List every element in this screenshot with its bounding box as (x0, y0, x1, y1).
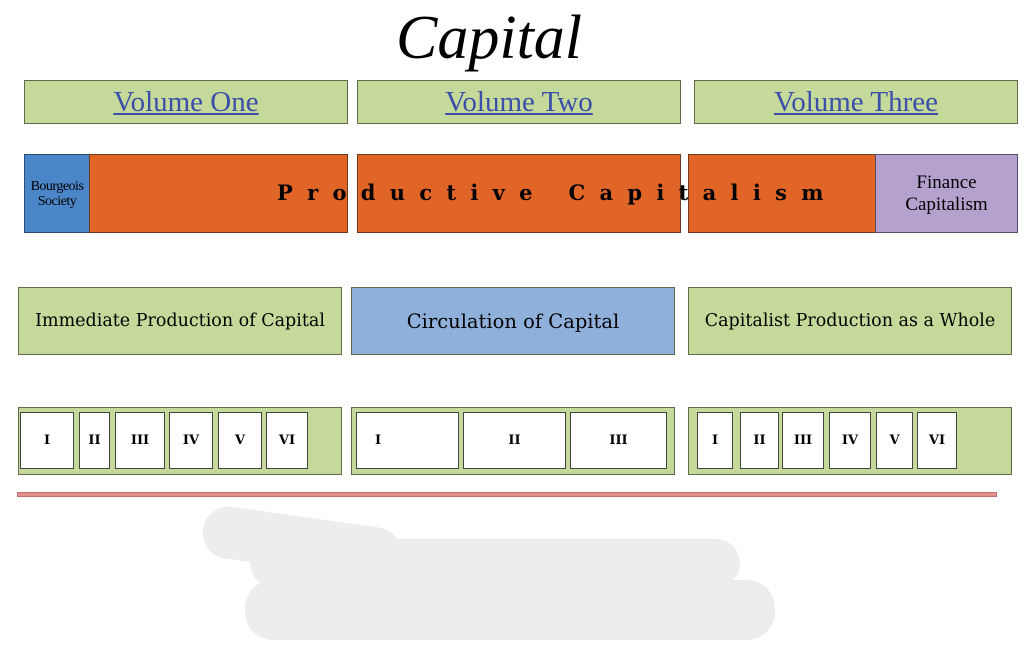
vol1-chapter-1[interactable]: I (20, 412, 74, 469)
vol3-chapter-3[interactable]: III (782, 412, 824, 469)
vol3-chapter-6[interactable]: VI (917, 412, 957, 469)
part-immediate-production: Immediate Production of Capital (18, 287, 342, 355)
productive-capitalism-segment-3 (688, 154, 876, 233)
productive-capitalism-label: Productive Capitalism (277, 180, 838, 205)
vol2-chapter-1[interactable]: I (356, 412, 459, 469)
vol1-chapter-3[interactable]: III (115, 412, 165, 469)
volume-two-box: Volume Two (357, 80, 681, 124)
vol1-chapter-5[interactable]: V (218, 412, 262, 469)
vol1-chapter-2[interactable]: II (79, 412, 110, 469)
finance-capitalism-box: Finance Capitalism (875, 154, 1018, 233)
diagram-title: Capital (395, 4, 583, 72)
bottom-divider-line (17, 492, 997, 497)
volume-one-box: Volume One (24, 80, 348, 124)
part-capitalist-production-whole: Capitalist Production as a Whole (688, 287, 1012, 355)
vol3-chapter-1[interactable]: I (697, 412, 733, 469)
vol2-chapter-3[interactable]: III (570, 412, 667, 469)
vol3-chapter-4[interactable]: IV (829, 412, 871, 469)
vol3-chapter-5[interactable]: V (876, 412, 913, 469)
productive-capitalism-segment-2 (357, 154, 681, 233)
volume-three-link[interactable]: Volume Three (773, 85, 939, 118)
vol2-chapter-2[interactable]: II (463, 412, 566, 469)
volume-three-box: Volume Three (694, 80, 1018, 124)
vol3-chapter-2[interactable]: II (740, 412, 779, 469)
volume-two-link[interactable]: Volume Two (445, 85, 593, 118)
vol1-chapter-4[interactable]: IV (169, 412, 213, 469)
productive-capitalism-segment-1 (89, 154, 348, 233)
volume-one-link[interactable]: Volume One (113, 85, 259, 118)
vol1-chapter-6[interactable]: VI (266, 412, 308, 469)
bourgeois-society-box: Bourgeois Society (24, 154, 90, 233)
part-circulation: Circulation of Capital (351, 287, 675, 355)
redaction-smudge (202, 506, 775, 640)
